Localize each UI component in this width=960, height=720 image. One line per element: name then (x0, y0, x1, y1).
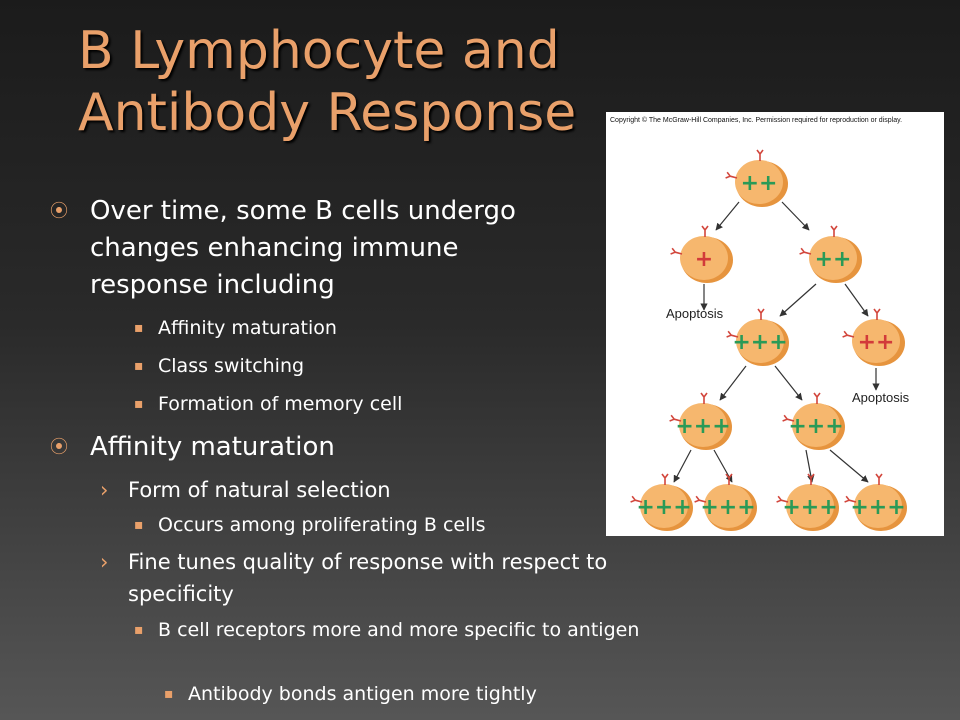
sub-bullet-affinity-maturation: ▪ Affinity maturation (134, 314, 337, 342)
lineage-arrow (673, 449, 692, 483)
receptor-icon (669, 414, 682, 422)
b-cell: ++ (799, 225, 862, 283)
receptor-icon (757, 308, 765, 320)
affinity-level-label: ++ (858, 330, 895, 355)
apoptosis-label: Apoptosis (852, 390, 910, 405)
b-cell: ++ (725, 149, 788, 207)
b-cell: + (670, 225, 733, 283)
receptor-icon (776, 495, 789, 503)
bullet-text: B cell receptors more and more specific … (158, 619, 640, 641)
bullet-text: Formation of memory cell (158, 393, 403, 415)
b-cell: +++ (844, 473, 907, 531)
receptor-icon (873, 308, 881, 320)
sub-bullet-fine-tunes: › Fine tunes quality of response with re… (100, 546, 690, 610)
bullet-affinity-maturation: ⦿ Affinity maturation (50, 429, 550, 466)
lineage-arrow (713, 449, 733, 483)
lineage-arrow (805, 449, 815, 483)
receptor-icon (630, 495, 643, 503)
copyright-notice: Copyright © The McGraw-Hill Companies, I… (610, 116, 902, 124)
bullet-marker-icon: ▪ (134, 622, 144, 638)
diagram-canvas: Copyright © The McGraw-Hill Companies, I… (610, 116, 910, 531)
bullet-text: Antibody bonds antigen more tightly (188, 683, 537, 705)
sub-bullet-receptors: ▪ B cell receptors more and more specifi… (134, 616, 674, 644)
affinity-level-label: +++ (700, 495, 755, 520)
slide-title: B Lymphocyte and Antibody Response (78, 21, 577, 143)
sub-bullet-memory-cell: ▪ Formation of memory cell (134, 390, 402, 418)
receptor-icon (875, 473, 883, 485)
chevron-right-icon: › (100, 550, 109, 574)
lineage-arrow (719, 365, 747, 401)
bullet-marker-icon: ▪ (134, 320, 144, 336)
bullet-marker-icon: ▪ (134, 358, 144, 374)
affinity-level-label: +++ (636, 495, 691, 520)
sub-sub-bullet-antibody-bonds: ▪ Antibody bonds antigen more tightly (164, 680, 664, 708)
b-cell: +++ (630, 473, 693, 531)
receptor-icon (842, 330, 855, 338)
receptor-icon (661, 473, 669, 485)
lineage-arrow (781, 201, 810, 231)
affinity-maturation-diagram: Copyright © The McGraw-Hill Companies, I… (606, 112, 944, 536)
affinity-level-label: +++ (788, 414, 843, 439)
lineage-arrow (844, 283, 869, 317)
sub-bullet-natural-selection: › Form of natural selection (100, 474, 600, 506)
receptor-icon (670, 247, 683, 255)
receptor-icon (725, 171, 738, 179)
b-cell: +++ (782, 392, 845, 450)
b-cell: +++ (776, 473, 839, 531)
lineage-arrow (774, 365, 803, 401)
affinity-level-label: +++ (732, 330, 787, 355)
bullet-marker-icon: ▪ (134, 517, 144, 533)
affinity-level-label: +++ (782, 495, 837, 520)
receptor-icon (782, 414, 795, 422)
affinity-level-label: ++ (741, 171, 778, 196)
receptor-icon (813, 392, 821, 404)
b-cell: +++ (726, 308, 789, 366)
bullet-text: Affinity maturation (158, 317, 337, 339)
receptor-icon (756, 149, 764, 161)
sub-bullet-class-switching: ▪ Class switching (134, 352, 304, 380)
bullet-marker-icon: ▪ (134, 396, 144, 412)
b-cell: ++ (842, 308, 905, 366)
b-cell: +++ (694, 473, 757, 531)
receptor-icon (700, 392, 708, 404)
receptor-icon (694, 495, 707, 503)
bullet-marker-icon: ⦿ (50, 201, 68, 222)
bullet-marker-icon: ▪ (164, 686, 174, 702)
affinity-level-label: + (695, 247, 713, 272)
bullet-marker-icon: ⦿ (50, 437, 68, 458)
bullet-text: Class switching (158, 355, 305, 377)
receptor-icon (725, 473, 733, 485)
apoptosis-label: Apoptosis (666, 306, 724, 321)
bullet-text: Affinity maturation (90, 432, 335, 462)
lineage-arrow (829, 449, 869, 483)
receptor-icon (799, 247, 812, 255)
bullet-text: Fine tunes quality of response with resp… (128, 550, 608, 606)
bullet-text: Over time, some B cells undergo changes … (90, 196, 516, 300)
affinity-level-label: ++ (815, 247, 852, 272)
receptor-icon (807, 473, 815, 485)
lineage-arrow (715, 201, 740, 231)
affinity-level-label: +++ (675, 414, 730, 439)
chevron-right-icon: › (100, 478, 109, 502)
b-cell: +++ (669, 392, 732, 450)
receptor-icon (830, 225, 838, 237)
bullet-text: Occurs among proliferating B cells (158, 514, 486, 536)
receptor-icon (844, 495, 857, 503)
affinity-level-label: +++ (850, 495, 905, 520)
receptor-icon (701, 225, 709, 237)
bullet-text: Form of natural selection (128, 478, 391, 502)
receptor-icon (726, 330, 739, 338)
sub-bullet-proliferating: ▪ Occurs among proliferating B cells (134, 511, 584, 539)
lineage-arrow (779, 283, 817, 317)
bullet-over-time: ⦿ Over time, some B cells undergo change… (50, 193, 560, 304)
